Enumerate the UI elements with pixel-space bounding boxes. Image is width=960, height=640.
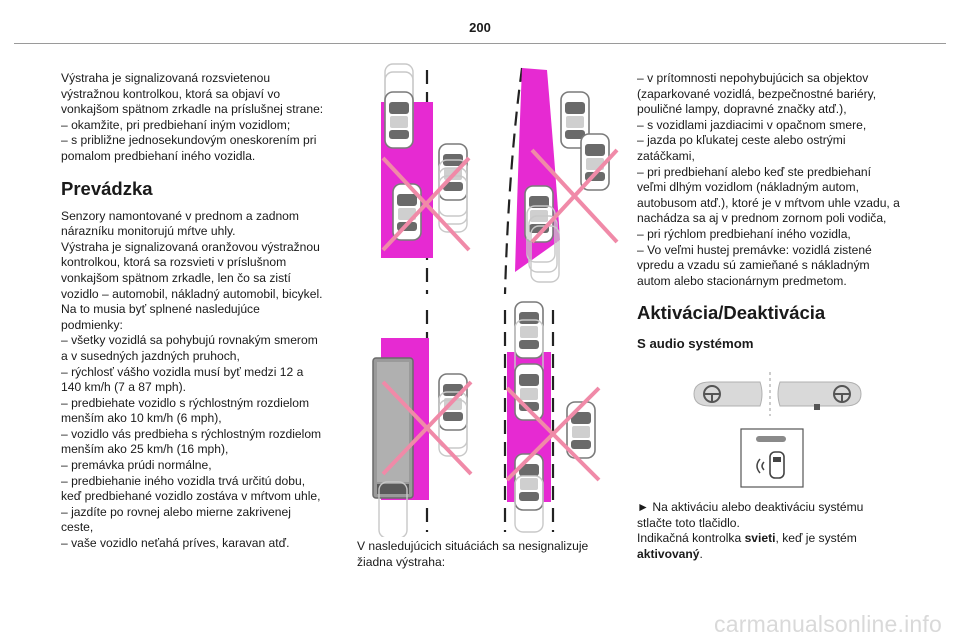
watermark: carmanualsonline.info	[714, 611, 942, 637]
blind-spot-scenarios-illustration	[372, 63, 619, 537]
text-line: Výstraha je signalizovaná oranžovou výst…	[61, 239, 320, 254]
blind-spot-car-icon	[756, 451, 785, 479]
steering-wheel-icon	[703, 385, 721, 403]
text-line: pomalom predbiehaní iného vozidla.	[61, 148, 256, 163]
text-line: a v susedných jazdných pruhoch,	[61, 348, 240, 363]
text-line: – vozidlo vás predbieha s rýchlostným ro…	[61, 426, 322, 441]
section-heading-prevadzka: Prevádzka	[61, 177, 153, 199]
text-line: – všetky vozidlá sa pohybujú rovnakým sm…	[61, 333, 318, 348]
header-divider	[14, 43, 946, 44]
list-line: – jazda po kľukatej ceste alebo ostrými	[637, 133, 846, 148]
text-line: Senzory namontované v prednom a zadnom	[61, 208, 299, 223]
text-line: podmienky:	[61, 317, 123, 332]
list-line: – pri rýchlom predbiehaní iného vozidla,	[637, 226, 851, 241]
text-line: vonkajšom spätnom zrkadle na príslušnej …	[61, 102, 324, 117]
list-line: – s vozidlami jazdiacimi v opačnom smere…	[637, 117, 867, 132]
text-line: nárazníku monitorujú mŕtve uhly.	[61, 224, 236, 239]
list-line: nachádza sa aj v prednom zornom poli vod…	[637, 211, 887, 226]
bold-text: svieti	[744, 531, 776, 546]
right-column: – v prítomnosti nepohybujúcich sa objekt…	[637, 71, 917, 352]
scenario-winding-road	[503, 67, 619, 295]
instruction-line: Indikačná kontrolka svieti, keď je systé…	[637, 531, 917, 547]
text-line: Výstraha je signalizovaná rozsvietenou	[61, 71, 271, 85]
text-line: menším ako 25 km/h (16 mph),	[61, 442, 229, 457]
steering-wheel-buttons-illustration	[693, 372, 862, 416]
section-heading-aktivacia: Aktivácia/Deaktivácia	[637, 302, 826, 324]
caption-line: žiadna výstraha:	[357, 554, 446, 569]
text-span: , keď je systém	[775, 531, 857, 546]
list-line: vpredu a vzadu sú zamieňané s nákladným	[637, 258, 870, 273]
instruction-line: ► Na aktiváciu alebo deaktiváciu systému	[637, 500, 864, 514]
list-line: autom alebo stacionárnym predmetom.	[637, 273, 847, 288]
text-line: ceste,	[61, 520, 94, 535]
text-line: menším ako 10 km/h (6 mph),	[61, 411, 222, 426]
text-span: .	[699, 546, 703, 561]
caption-line: V nasledujúcich situáciách sa nesignaliz…	[357, 539, 589, 553]
list-line: autobusom atď.), ktoré je v mŕtvom uhle …	[637, 195, 900, 210]
list-line: – Vo veľmi hustej premávke: vozidlá zist…	[637, 242, 872, 257]
left-column: Výstraha je signalizovaná rozsvietenou v…	[61, 71, 348, 552]
scenario-parked-vehicles	[381, 63, 471, 294]
text-line: – predbiehanie iného vozidla trvá určitú…	[61, 473, 306, 488]
steering-wheel-icon	[833, 385, 851, 403]
text-line: – premávka prúdi normálne,	[61, 458, 212, 473]
page-number: 200	[469, 20, 491, 35]
list-line: zatáčkami,	[637, 148, 695, 163]
text-line: Na to musia byť splnené nasledujúce	[61, 302, 260, 317]
text-line: – jazdíte po rovnej alebo mierne zakrive…	[61, 504, 291, 519]
text-line: – vaše vozidlo neťahá príves, karavan at…	[61, 536, 290, 551]
text-line: vozidlo – automobil, nákladný automobil,…	[61, 286, 323, 301]
text-line: – okamžite, pri predbiehaní iným vozidlo…	[61, 117, 291, 132]
blind-spot-button-illustration[interactable]	[740, 428, 804, 488]
scenario-heavy-traffic	[503, 301, 601, 533]
text-line: kontrolkou, ktorá sa rozsvieti v prísluš…	[61, 255, 287, 270]
text-line: – rýchlosť vášho vozidla musí byť medzi …	[61, 364, 304, 379]
list-line: pouličné lampy, dopravné značky atď.),	[637, 102, 847, 117]
instruction-line: stlačte toto tlačidlo.	[637, 515, 740, 530]
instruction-line: aktivovaný.	[637, 547, 917, 563]
illustration-caption: V nasledujúcich situáciách sa nesignaliz…	[357, 539, 617, 570]
list-line: veľmi dlhým vozidlom (nákladným autom,	[637, 180, 859, 195]
bold-text: aktivovaný	[637, 546, 700, 561]
text-line: vonkajšom spätnom zrkadle, len čo sa zis…	[61, 270, 291, 285]
text-line: výstražnou kontrolkou, ktorá sa objaví v…	[61, 86, 281, 101]
scenario-long-vehicle	[372, 310, 473, 537]
list-line: – pri predbiehaní alebo keď ste predbieh…	[637, 164, 872, 179]
list-line: (zaparkované vozidlá, bezpečnostné barié…	[637, 86, 877, 101]
text-line: keď predbiehané vozidlo zostáva v mŕtvom…	[61, 489, 321, 504]
text-line: 140 km/h (7 a 87 mph).	[61, 380, 187, 395]
subheading-audio: S audio systémom	[637, 336, 754, 352]
text-span: Indikačná kontrolka	[637, 531, 745, 546]
text-line: – predbiehate vozidlo s rýchlostným rozd…	[61, 395, 310, 410]
activation-instructions: ► Na aktiváciu alebo deaktiváciu systému…	[637, 500, 917, 562]
list-line: – v prítomnosti nepohybujúcich sa objekt…	[637, 71, 869, 85]
text-line: – s približne jednosekundovým oneskorení…	[61, 133, 317, 148]
